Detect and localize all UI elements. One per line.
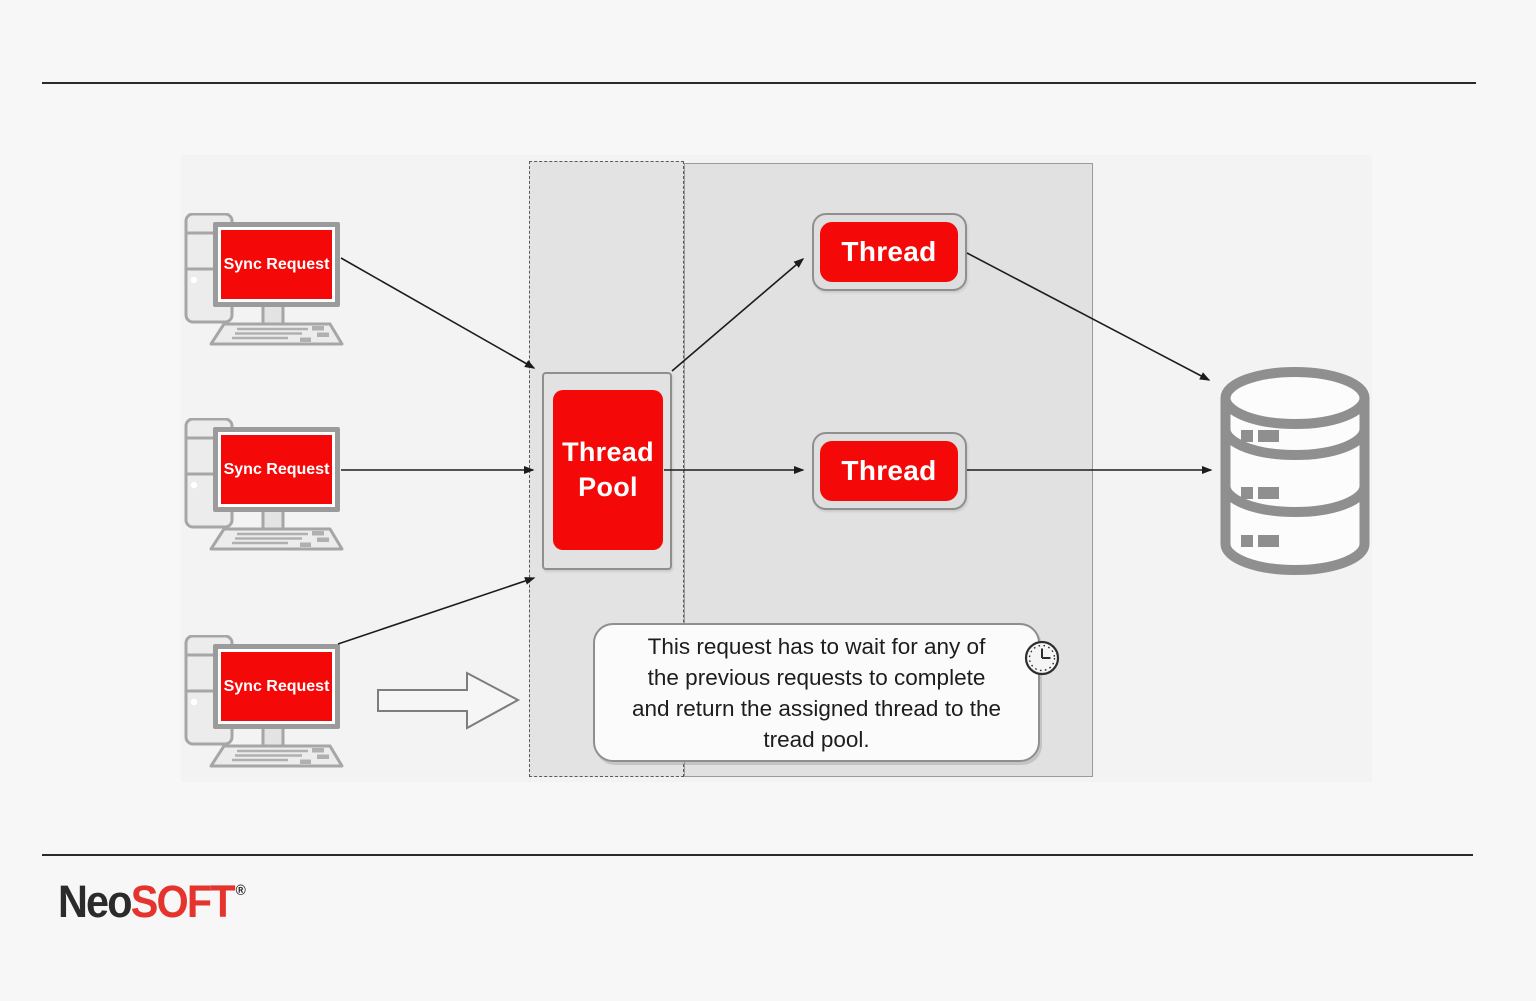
logo-soft: SOFT <box>130 876 236 927</box>
thread-node: Thread <box>820 222 958 282</box>
client-monitor: Sync Request <box>213 644 340 729</box>
note-line: the previous requests to complete <box>647 664 986 690</box>
sync-request-label: Sync Request <box>221 435 332 504</box>
client-monitor: Sync Request <box>213 222 340 307</box>
top-divider <box>42 82 1476 84</box>
thread-pool-node: Thread Pool <box>553 390 663 550</box>
bottom-divider <box>42 854 1473 856</box>
logo-neo: Neo <box>58 876 133 927</box>
note-line: This request has to wait for any of <box>647 633 986 659</box>
sync-request-label: Sync Request <box>221 652 332 721</box>
wait-note: This request has to wait for any of the … <box>593 623 1040 762</box>
registered-mark: ® <box>235 882 246 899</box>
client-monitor: Sync Request <box>213 427 340 512</box>
thread-node: Thread <box>820 441 958 501</box>
note-line: and return the assigned thread to the <box>631 695 1001 721</box>
neosoft-logo: NeoSOFT® <box>58 876 246 928</box>
note-line: tread pool. <box>763 726 870 752</box>
sync-request-label: Sync Request <box>221 230 332 299</box>
